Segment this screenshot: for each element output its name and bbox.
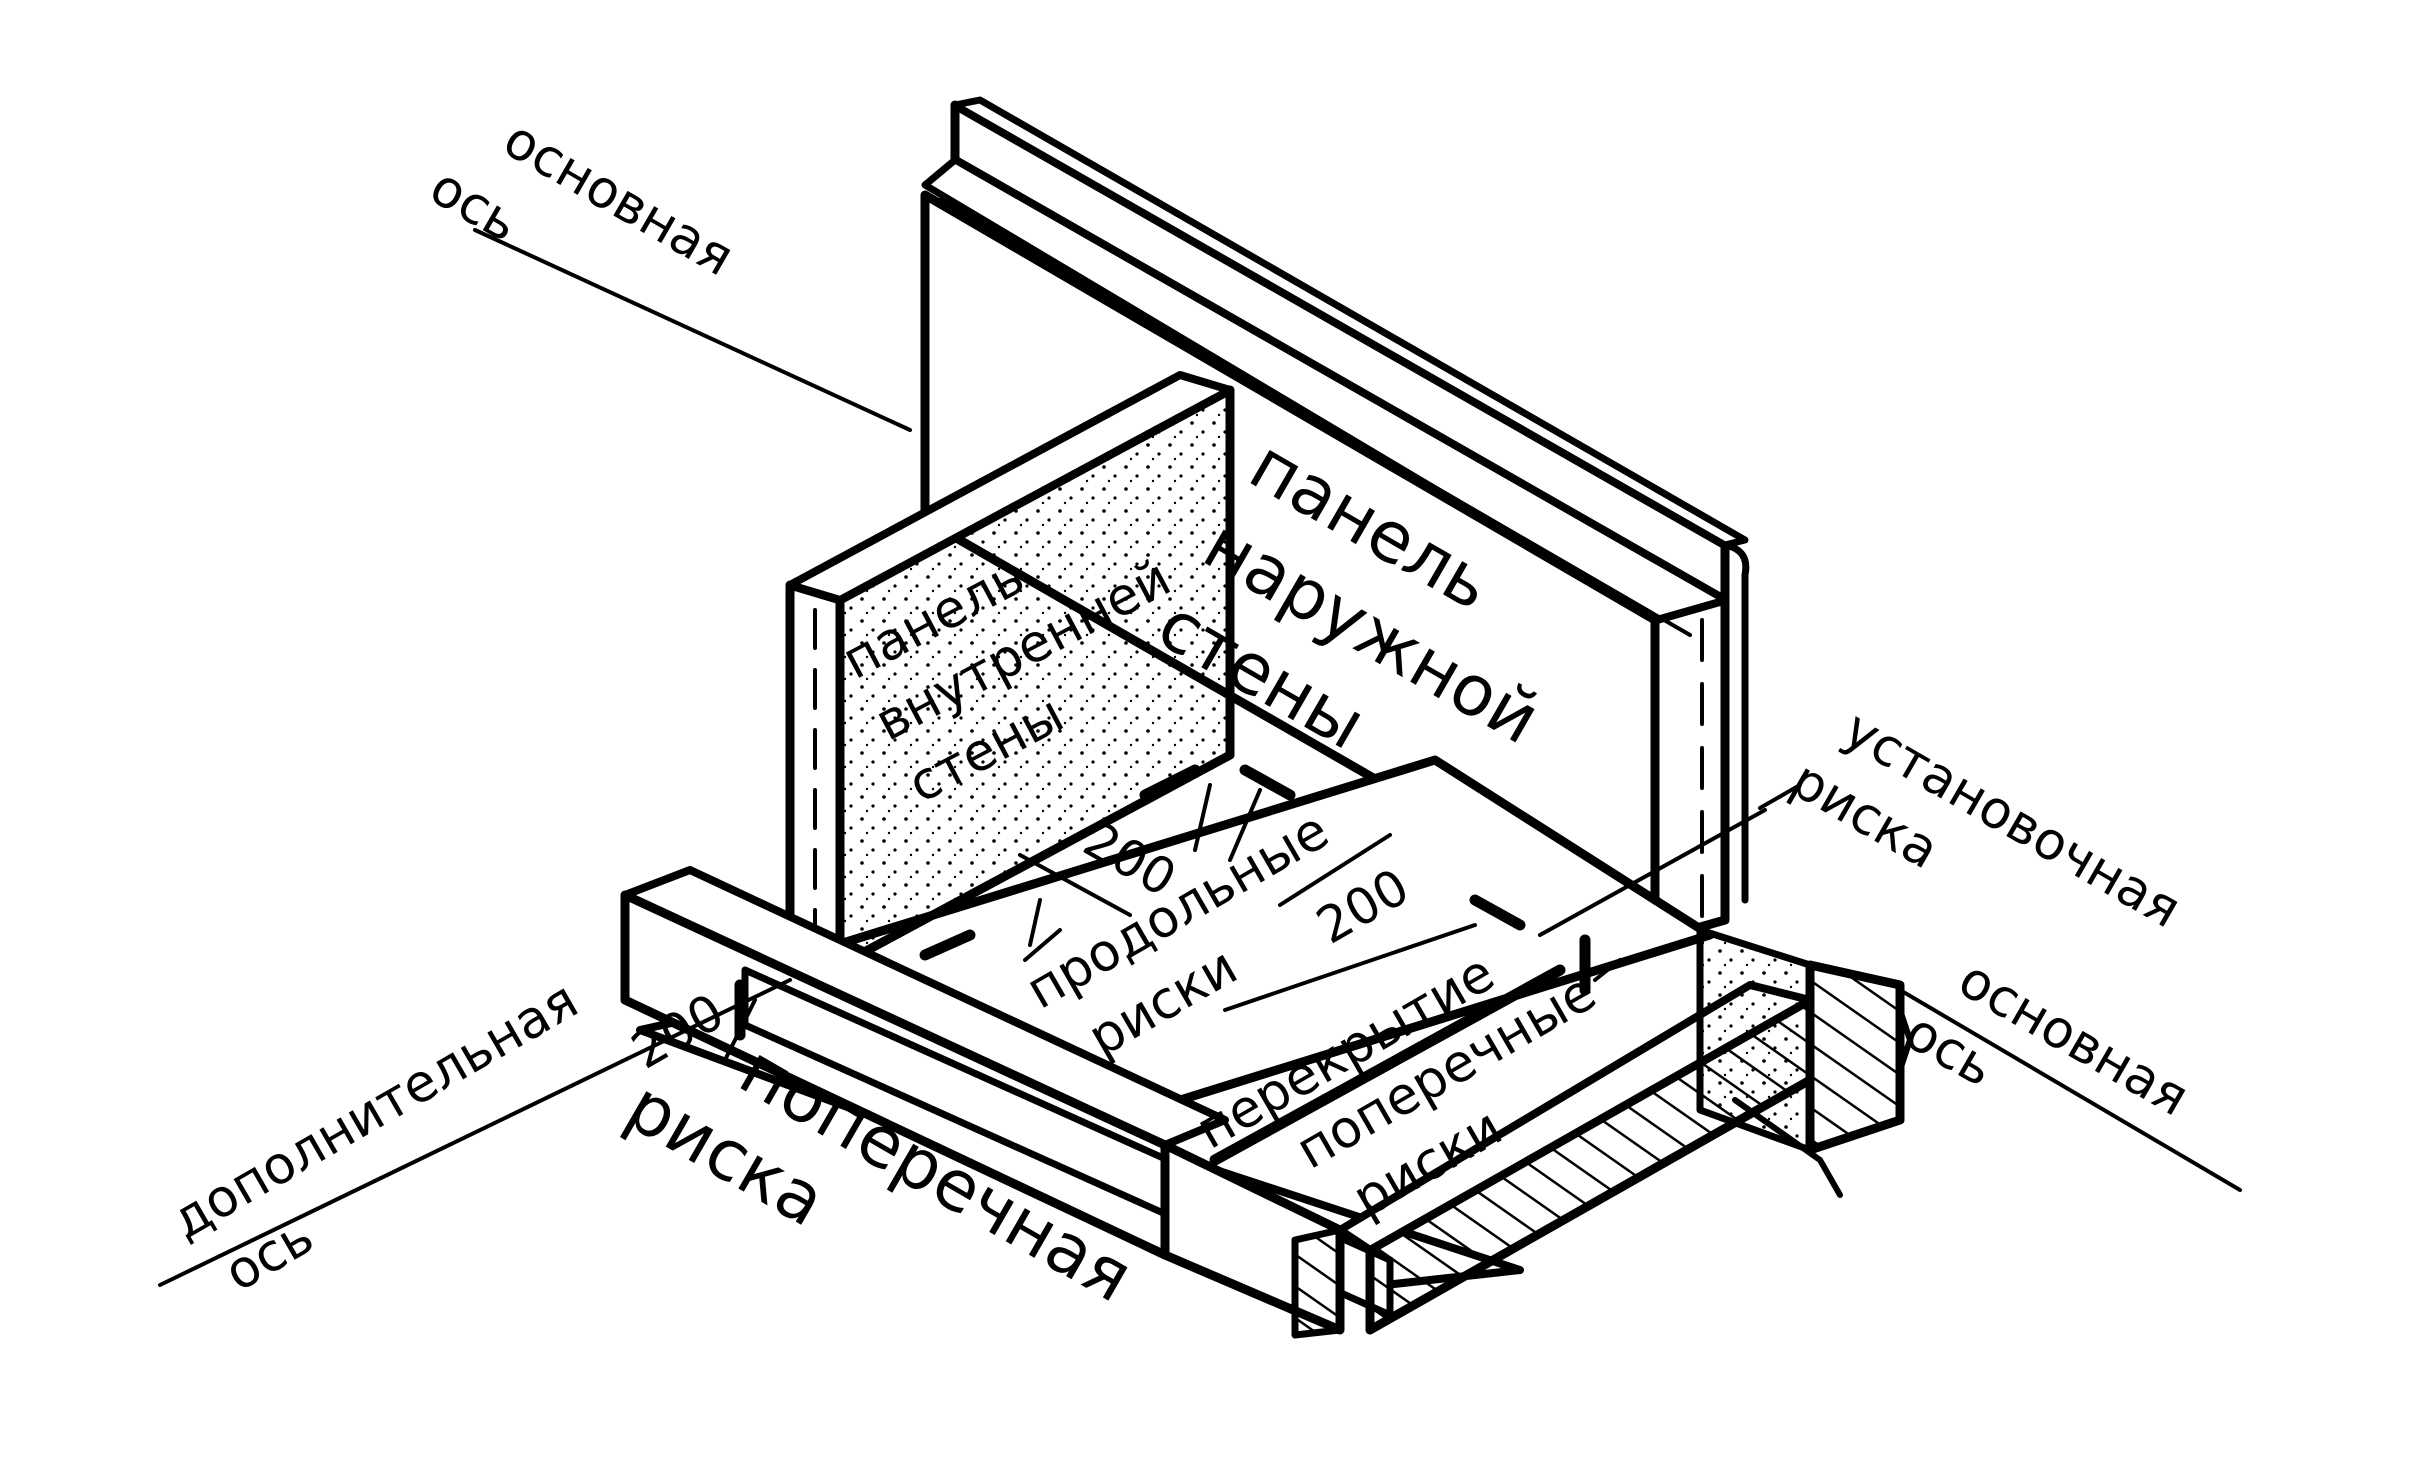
outer-wall-panel [920, 96, 1750, 945]
leader-lines [723, 783, 1622, 1062]
axis-lines [158, 228, 2242, 1287]
label-main-axis-top: основная ось [420, 109, 744, 288]
label-main-axis-right: основная ось [1895, 949, 2198, 1128]
marks [734, 764, 1591, 1166]
inner-wall-panel [785, 371, 1235, 970]
label-additional-axis: дополнительная ось [162, 970, 589, 1303]
main-axis-top-word1: основная [494, 109, 744, 288]
slab-front-edges [620, 866, 1913, 1339]
